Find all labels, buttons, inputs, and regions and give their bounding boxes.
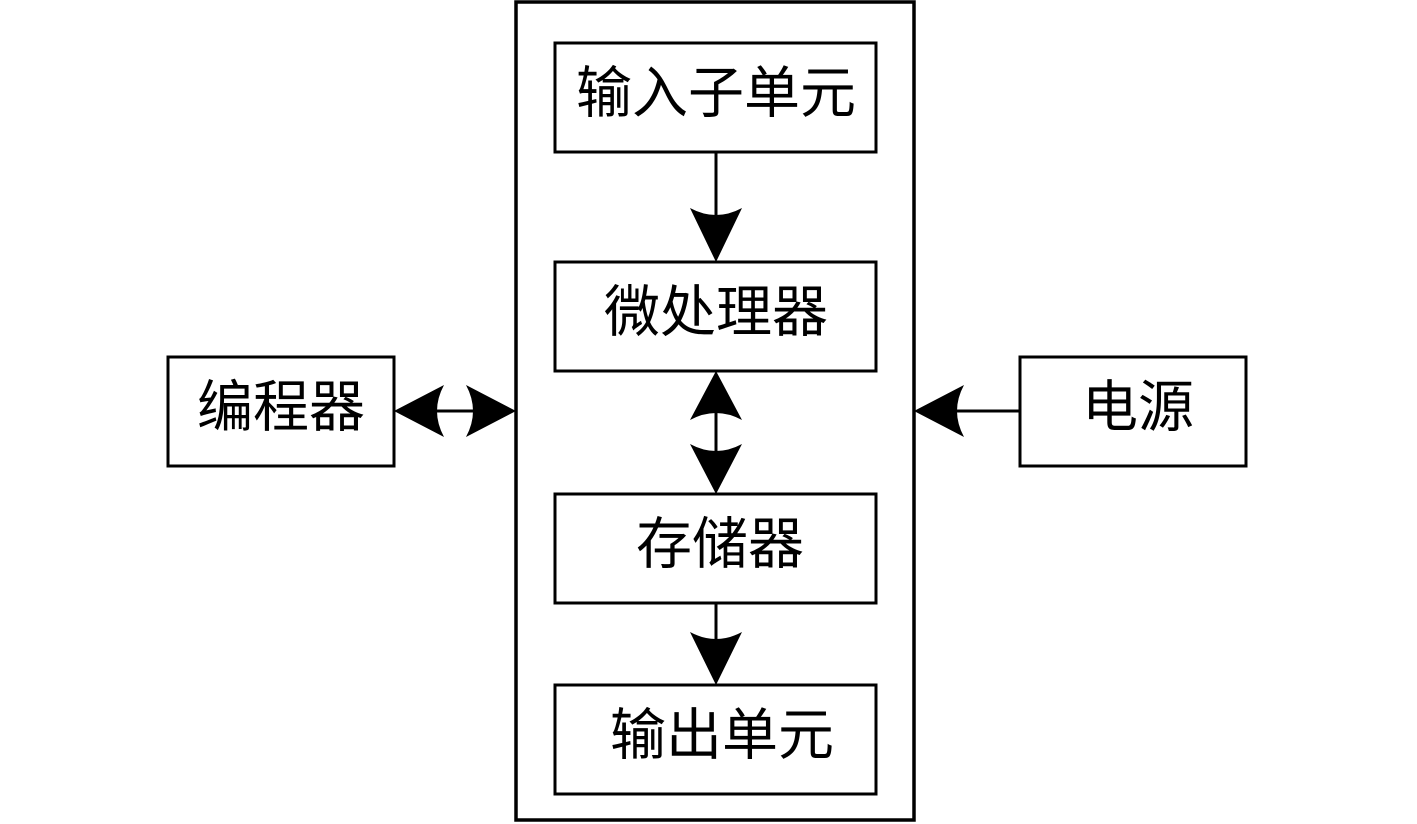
power-label: 电源 [1082,376,1194,441]
memory-label: 存储器 [636,513,804,578]
arrow-power-to-enclosure [914,385,1020,437]
microprocessor-label: 微处理器 [604,281,828,346]
input-unit-block: 输入子单元 [553,41,878,154]
microprocessor-block: 微处理器 [553,260,878,373]
programmer-label: 编程器 [197,376,365,441]
arrow-memory-to-output [690,603,742,685]
output-unit-block: 输出单元 [553,683,878,796]
arrow-microprocessor-memory [690,371,742,494]
input-unit-label: 输入子单元 [576,62,856,127]
arrow-input-to-microprocessor [690,152,742,262]
programmer-block: 编程器 [166,355,396,468]
arrow-programmer-enclosure [394,385,516,437]
memory-block: 存储器 [553,492,878,605]
output-unit-label: 输出单元 [610,704,834,769]
power-block: 电源 [1018,355,1248,468]
